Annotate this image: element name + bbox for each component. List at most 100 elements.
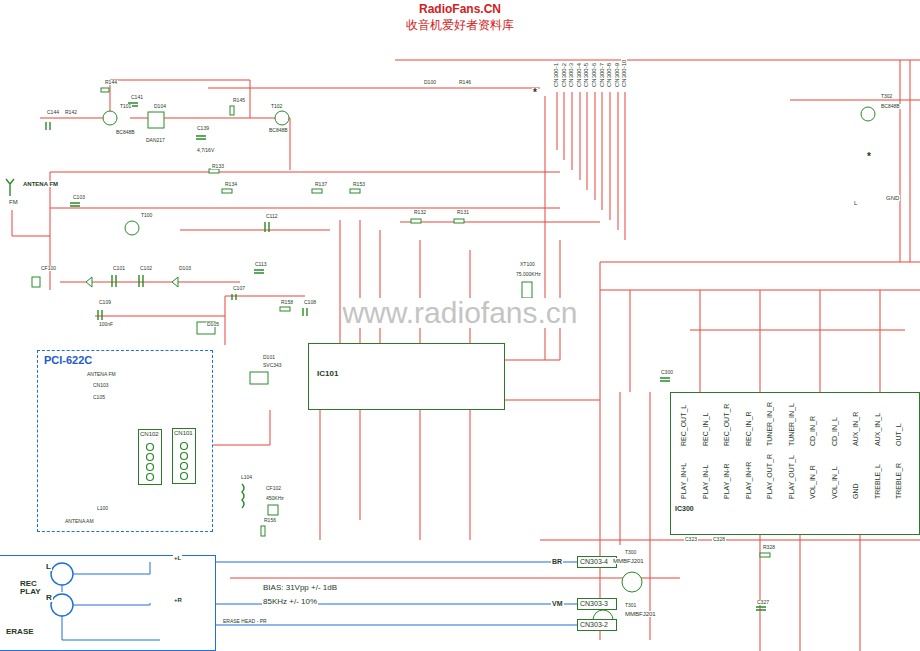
part-label: BIAS: 31Vpp +/- 1dB [262, 584, 338, 592]
part-label: ERASE HEAD - PR [222, 619, 268, 624]
part-label: DAN217 [145, 138, 166, 143]
node-text: IC300 [675, 505, 694, 512]
pin-name: VOL_IN_L [831, 465, 838, 500]
filter-symbol [268, 505, 278, 515]
pin-name: CD_IN_L [831, 416, 838, 447]
part-label: * [866, 152, 872, 162]
connector-pin-name: CN300-4 [576, 62, 582, 88]
part-label: R [45, 594, 53, 602]
part-label: R131 [456, 210, 470, 215]
wire [420, 410, 421, 540]
part-label: BC848B [115, 130, 136, 135]
resistor-symbol [350, 189, 360, 193]
wire [395, 60, 920, 61]
part-label: C323 [684, 537, 698, 542]
node-text: CN303-3 [580, 600, 608, 607]
part-label: C141 [130, 95, 144, 100]
part-label: +R [173, 597, 183, 603]
wire [800, 535, 801, 651]
part-label: D101 [262, 355, 276, 360]
pin-name: OUT_L [895, 422, 902, 447]
wire [700, 290, 701, 392]
wire [540, 540, 920, 541]
connector-pin-name: CN300-9 [614, 62, 620, 88]
capacitor-symbol [46, 122, 50, 130]
head-wire [62, 562, 160, 640]
capacitor-symbol [98, 310, 102, 320]
resistor-symbol [280, 307, 290, 311]
wire-label: VM [551, 600, 564, 607]
crystal-symbol [522, 282, 532, 298]
wire [230, 578, 680, 579]
wire [600, 262, 601, 640]
part-label: 4,7/16V [196, 148, 215, 153]
resistor-symbol [261, 526, 265, 536]
part-label: ANTENA FM [86, 372, 117, 377]
wire [820, 290, 821, 392]
part-label: C108 [303, 300, 317, 305]
wire [225, 296, 305, 297]
resistor-symbol [230, 106, 234, 115]
part-label: D104 [153, 104, 167, 109]
wire [225, 296, 226, 345]
part-label: C109 [98, 300, 112, 305]
connector-wire [557, 92, 625, 240]
resistor-symbol [222, 189, 232, 193]
site-header: RadioFans.CN [418, 3, 502, 15]
capacitor-symbol [232, 294, 236, 300]
part-label: CF100 [40, 266, 57, 271]
part-label: T300 [624, 550, 637, 555]
site-header: 收音机爱好者资料库 [405, 19, 515, 31]
wire [470, 410, 471, 540]
wire [760, 290, 761, 392]
capacitor-symbol [265, 222, 269, 232]
wire-connector [216, 561, 577, 562]
part-label: ANTENA FM [22, 181, 59, 187]
capacitor-symbol [660, 378, 670, 381]
resistor-symbol [454, 219, 464, 223]
connector-pin-name: CN300-6 [591, 62, 597, 88]
varicap-symbol [250, 372, 268, 384]
part-label: 85KHz +/- 10% [262, 598, 318, 606]
part-label: FM [8, 199, 19, 205]
part-label: MMBFJ201 [612, 558, 645, 564]
wire [95, 316, 225, 317]
part-label: C112 [265, 214, 279, 219]
connector-block: CN102 [138, 429, 162, 485]
diode-symbol [172, 277, 178, 287]
capacitor-symbol [112, 275, 116, 287]
part-label: T301 [624, 603, 637, 608]
filter-symbol [32, 277, 40, 287]
part-label: D100 [423, 80, 437, 85]
part-label: C139 [196, 126, 210, 131]
resistor-symbol [209, 169, 219, 173]
node-text: CN303-4 [580, 558, 608, 565]
tape-head-panel: REC PLAYERASE [0, 555, 216, 651]
part-label: R145 [232, 98, 246, 103]
pin-name: GND [852, 482, 859, 500]
part-label: R146 [458, 80, 472, 85]
wire [505, 400, 600, 401]
part-label: C327 [756, 600, 770, 605]
wire [180, 230, 330, 231]
capacitor-symbol [756, 607, 766, 610]
part-label: R158 [280, 300, 294, 305]
pin-name: TUNER_IN_R [766, 401, 773, 447]
pin-circle [147, 464, 154, 471]
part-label: +L [173, 555, 182, 561]
resistor-symbol [411, 219, 421, 223]
part-label: CF102 [265, 486, 282, 491]
connector-pin-name: CN300-8 [606, 62, 612, 88]
connector-pin-name: CN300-7 [599, 62, 605, 88]
coil-symbol [242, 484, 244, 508]
diode-pair-symbol [148, 112, 164, 128]
connector-pin-name: CN300-5 [583, 62, 589, 88]
part-label: C328 [712, 537, 726, 542]
pin-circle [147, 474, 154, 481]
part-label: C107 [232, 286, 246, 291]
wire [900, 60, 901, 262]
node-text: CN102 [140, 431, 159, 437]
pin-name: AUX_IN_L [874, 412, 881, 447]
resistor-symbol [101, 88, 109, 92]
